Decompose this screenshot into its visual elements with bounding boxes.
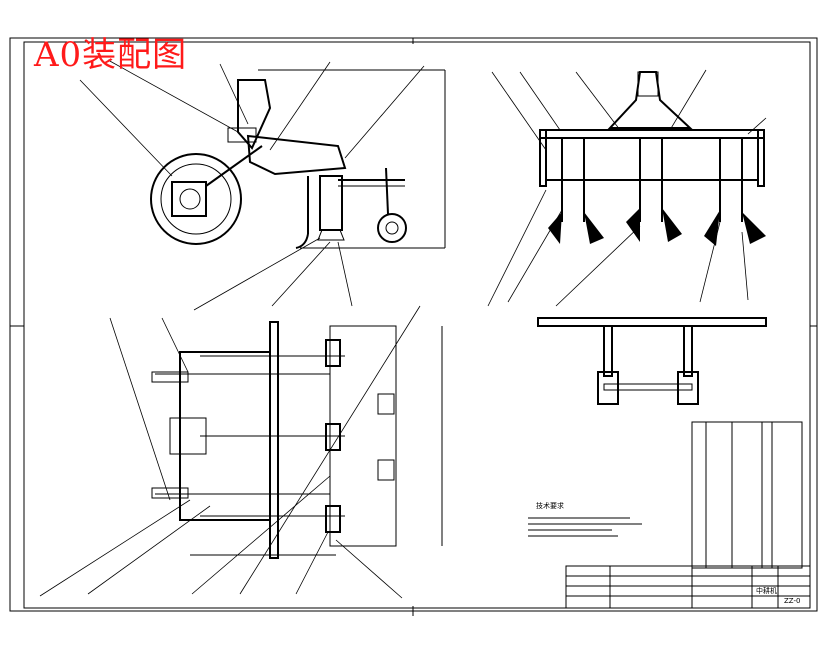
outer-frame bbox=[9, 37, 818, 612]
detail-hub-right bbox=[677, 371, 699, 405]
hitch-mast bbox=[237, 79, 272, 150]
plan-arm-top bbox=[151, 371, 189, 383]
frame-detail bbox=[537, 317, 767, 405]
hitch-top bbox=[637, 71, 659, 97]
end-plate-left bbox=[539, 129, 547, 187]
detail-beam bbox=[537, 317, 767, 327]
sweep-a bbox=[548, 212, 562, 244]
parts-list bbox=[691, 421, 803, 569]
title-stamp: A0装配图 bbox=[34, 35, 188, 75]
gauge-wheel-outer bbox=[150, 153, 242, 245]
drawing-code: ZZ-0 bbox=[784, 597, 800, 605]
main-beam bbox=[246, 134, 347, 176]
wheel-arm bbox=[205, 145, 263, 187]
inner-frame bbox=[23, 41, 811, 609]
depth-wheel-outer bbox=[377, 213, 407, 243]
plan-wheel-2 bbox=[377, 459, 395, 481]
plan-arm-bottom bbox=[151, 487, 189, 499]
sweep-f bbox=[742, 212, 766, 244]
hitch-tower bbox=[607, 71, 693, 129]
gauge-wheel-inner bbox=[160, 163, 232, 235]
plan-clamp-3 bbox=[325, 505, 341, 533]
top-view bbox=[151, 321, 443, 559]
sweep-c bbox=[626, 208, 640, 242]
detail-hub-left bbox=[597, 371, 619, 405]
detail-axle bbox=[603, 383, 693, 391]
sweep-d bbox=[662, 208, 682, 242]
leader-lines bbox=[39, 59, 767, 599]
title-block: ZZ-0 中耕机 bbox=[565, 565, 811, 609]
notes-heading: 技术要求 bbox=[536, 501, 564, 510]
wheel-hub bbox=[171, 181, 207, 217]
drawing-name: 中耕机 bbox=[756, 586, 777, 595]
tine-tip-1 bbox=[295, 233, 309, 249]
tine-clamp-2 bbox=[319, 175, 343, 231]
plan-wheel-1 bbox=[377, 393, 395, 415]
front-view bbox=[539, 71, 766, 246]
sweep-2 bbox=[317, 229, 345, 241]
toolbar-beam bbox=[539, 129, 765, 139]
notes-block: 技术要求 bbox=[528, 501, 642, 537]
detail-leg-right bbox=[683, 325, 693, 377]
plan-toolbar bbox=[269, 321, 279, 559]
depth-wheel-post bbox=[385, 167, 389, 215]
side-view bbox=[150, 69, 446, 249]
sweep-e bbox=[704, 210, 720, 246]
detail-leg-left bbox=[603, 325, 613, 377]
sweep-b bbox=[584, 212, 604, 244]
end-plate-right bbox=[757, 129, 765, 187]
wheel-axle bbox=[179, 188, 201, 210]
plan-clamp-2 bbox=[325, 423, 341, 451]
depth-wheel-inner bbox=[385, 221, 399, 235]
plan-clamp-1 bbox=[325, 339, 341, 367]
upper-link bbox=[227, 127, 257, 143]
